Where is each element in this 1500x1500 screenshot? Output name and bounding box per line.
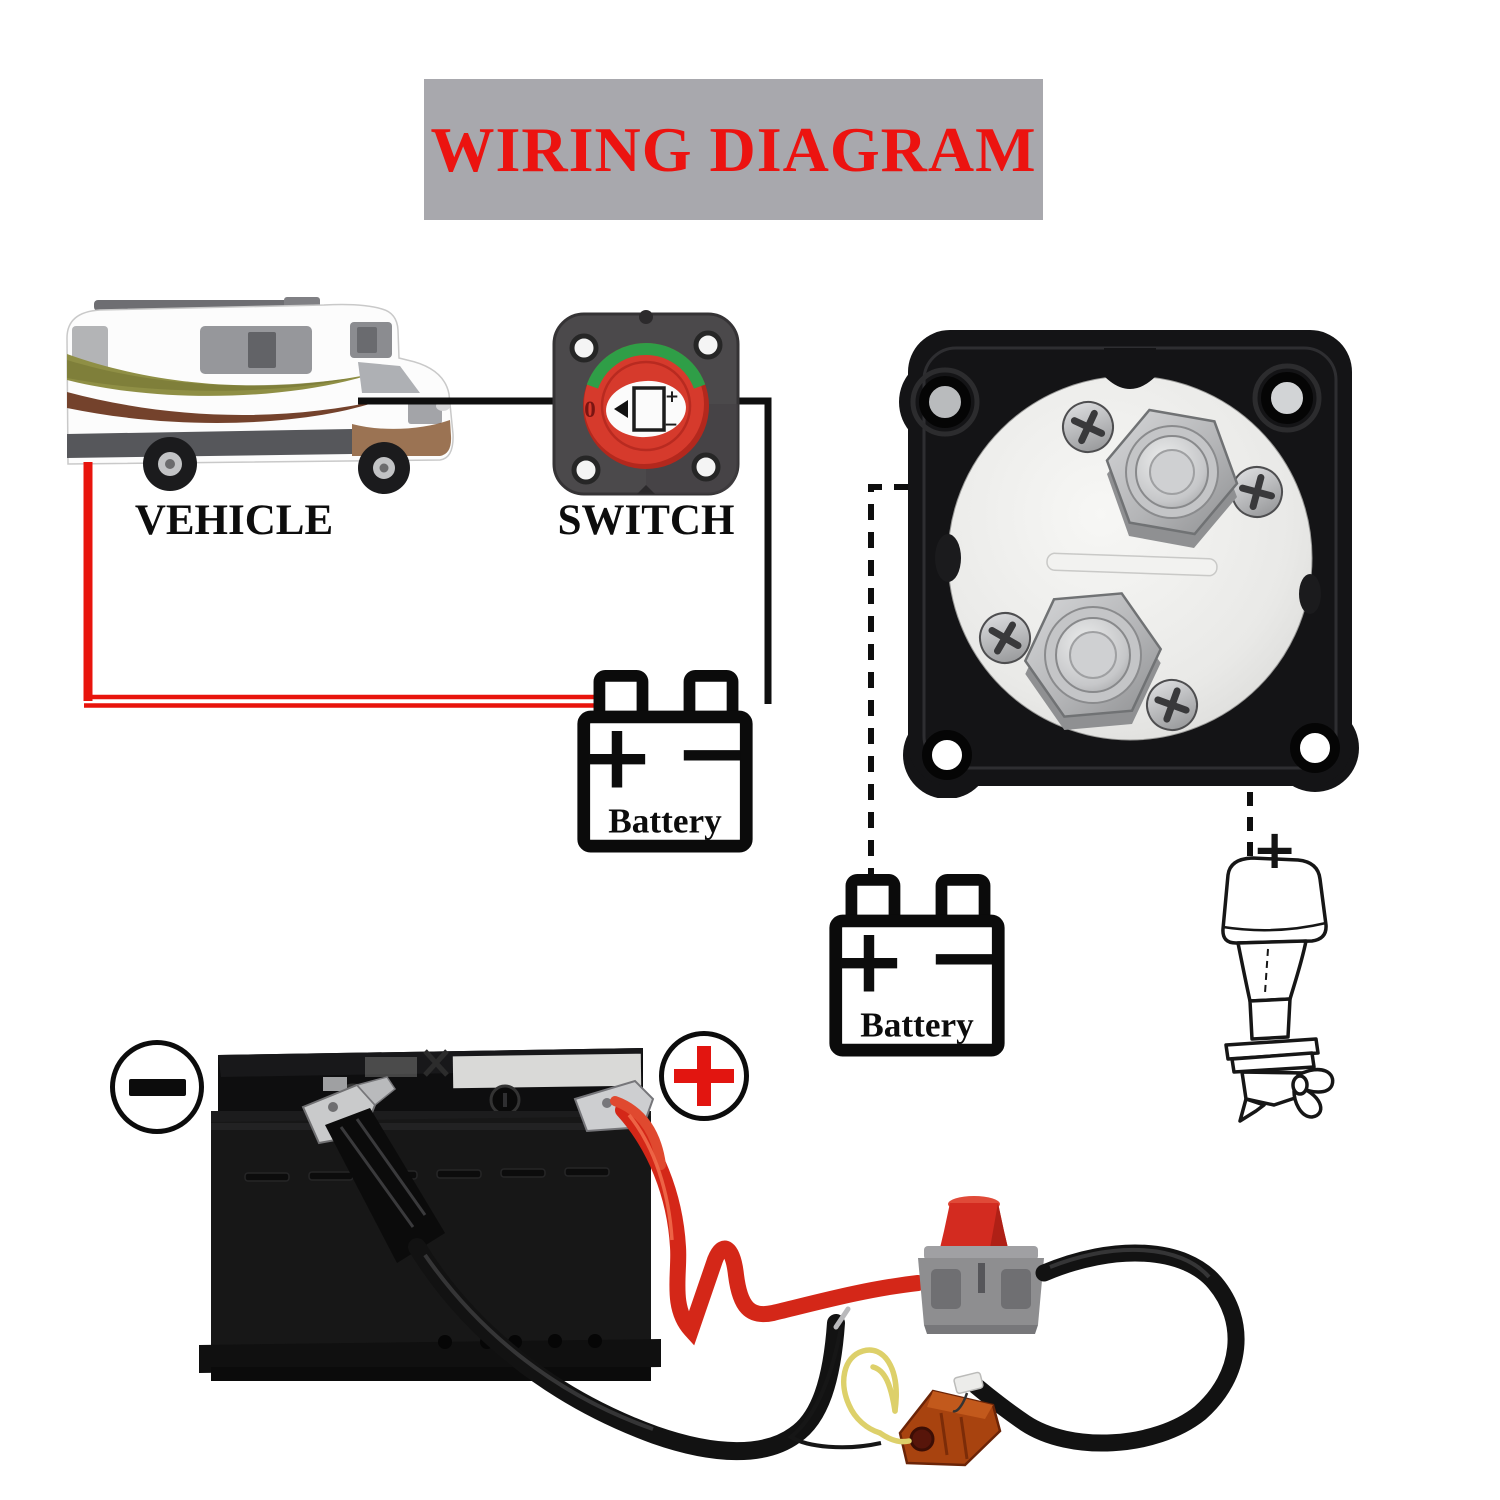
- terminal-stud-bottom: [1023, 592, 1163, 730]
- battery2-minus: −: [926, 905, 1001, 1010]
- plus-glyph: [672, 1044, 736, 1108]
- dial-minus: −: [664, 415, 678, 435]
- negative-symbol-badge: [110, 1040, 204, 1134]
- battery-switch-front-illustration: + − 0: [552, 310, 740, 496]
- outboard-motor-drawing: [1221, 856, 1335, 1123]
- negative-cable: [325, 1108, 851, 1461]
- battery1-minus: −: [674, 701, 749, 806]
- disconnect-switch-knob: [940, 1203, 1008, 1248]
- dial-plus: +: [665, 387, 679, 407]
- dial-off-mark: 0: [584, 397, 596, 422]
- rv-front-wheel: [358, 442, 410, 494]
- battery-glyph: + −: [632, 386, 679, 435]
- minus-glyph: [128, 1078, 186, 1096]
- battery2-plus: +: [831, 908, 906, 1013]
- page-title: WIRING DIAGRAM: [430, 113, 1037, 185]
- cable-end-pin: [833, 1306, 851, 1330]
- battery-switch-back-photo: [899, 330, 1359, 798]
- inline-connector: [953, 1371, 984, 1395]
- terminal-stud-top: [1105, 408, 1239, 548]
- green-on-arc: [586, 343, 706, 389]
- battery1-plus: +: [579, 704, 654, 809]
- vehicle-label: VEHICLE: [134, 497, 334, 544]
- battery1-label: Battery: [608, 801, 722, 840]
- motor-positive-mark: +: [1252, 818, 1298, 881]
- plate-screws: [979, 401, 1283, 731]
- fuse-holder: [787, 1326, 1002, 1467]
- positive-cable: [610, 1096, 926, 1346]
- rv-rear-wheel: [143, 437, 197, 491]
- title-banner: WIRING DIAGRAM: [424, 79, 1043, 220]
- disconnect-switch-photo: [918, 1196, 1044, 1334]
- positive-symbol-badge: [659, 1031, 749, 1121]
- corner-mounting-holes: [910, 363, 1340, 780]
- switch-label: SWITCH: [557, 497, 735, 544]
- black-loop-cable: [966, 1244, 1245, 1452]
- battery2-icon: + − Battery: [829, 873, 1005, 1057]
- mounting-holes: [569, 330, 723, 485]
- switch-dial: + − 0: [583, 343, 709, 469]
- yellow-wire: [840, 1347, 912, 1445]
- plate-center-bar: [1046, 552, 1218, 577]
- dial-pointer-icon: [614, 400, 628, 418]
- rv-vehicle-illustration: [66, 297, 454, 494]
- car-battery-photo: [199, 1048, 1245, 1467]
- battery1-icon: + − Battery: [577, 669, 753, 853]
- battery2-label: Battery: [860, 1005, 974, 1044]
